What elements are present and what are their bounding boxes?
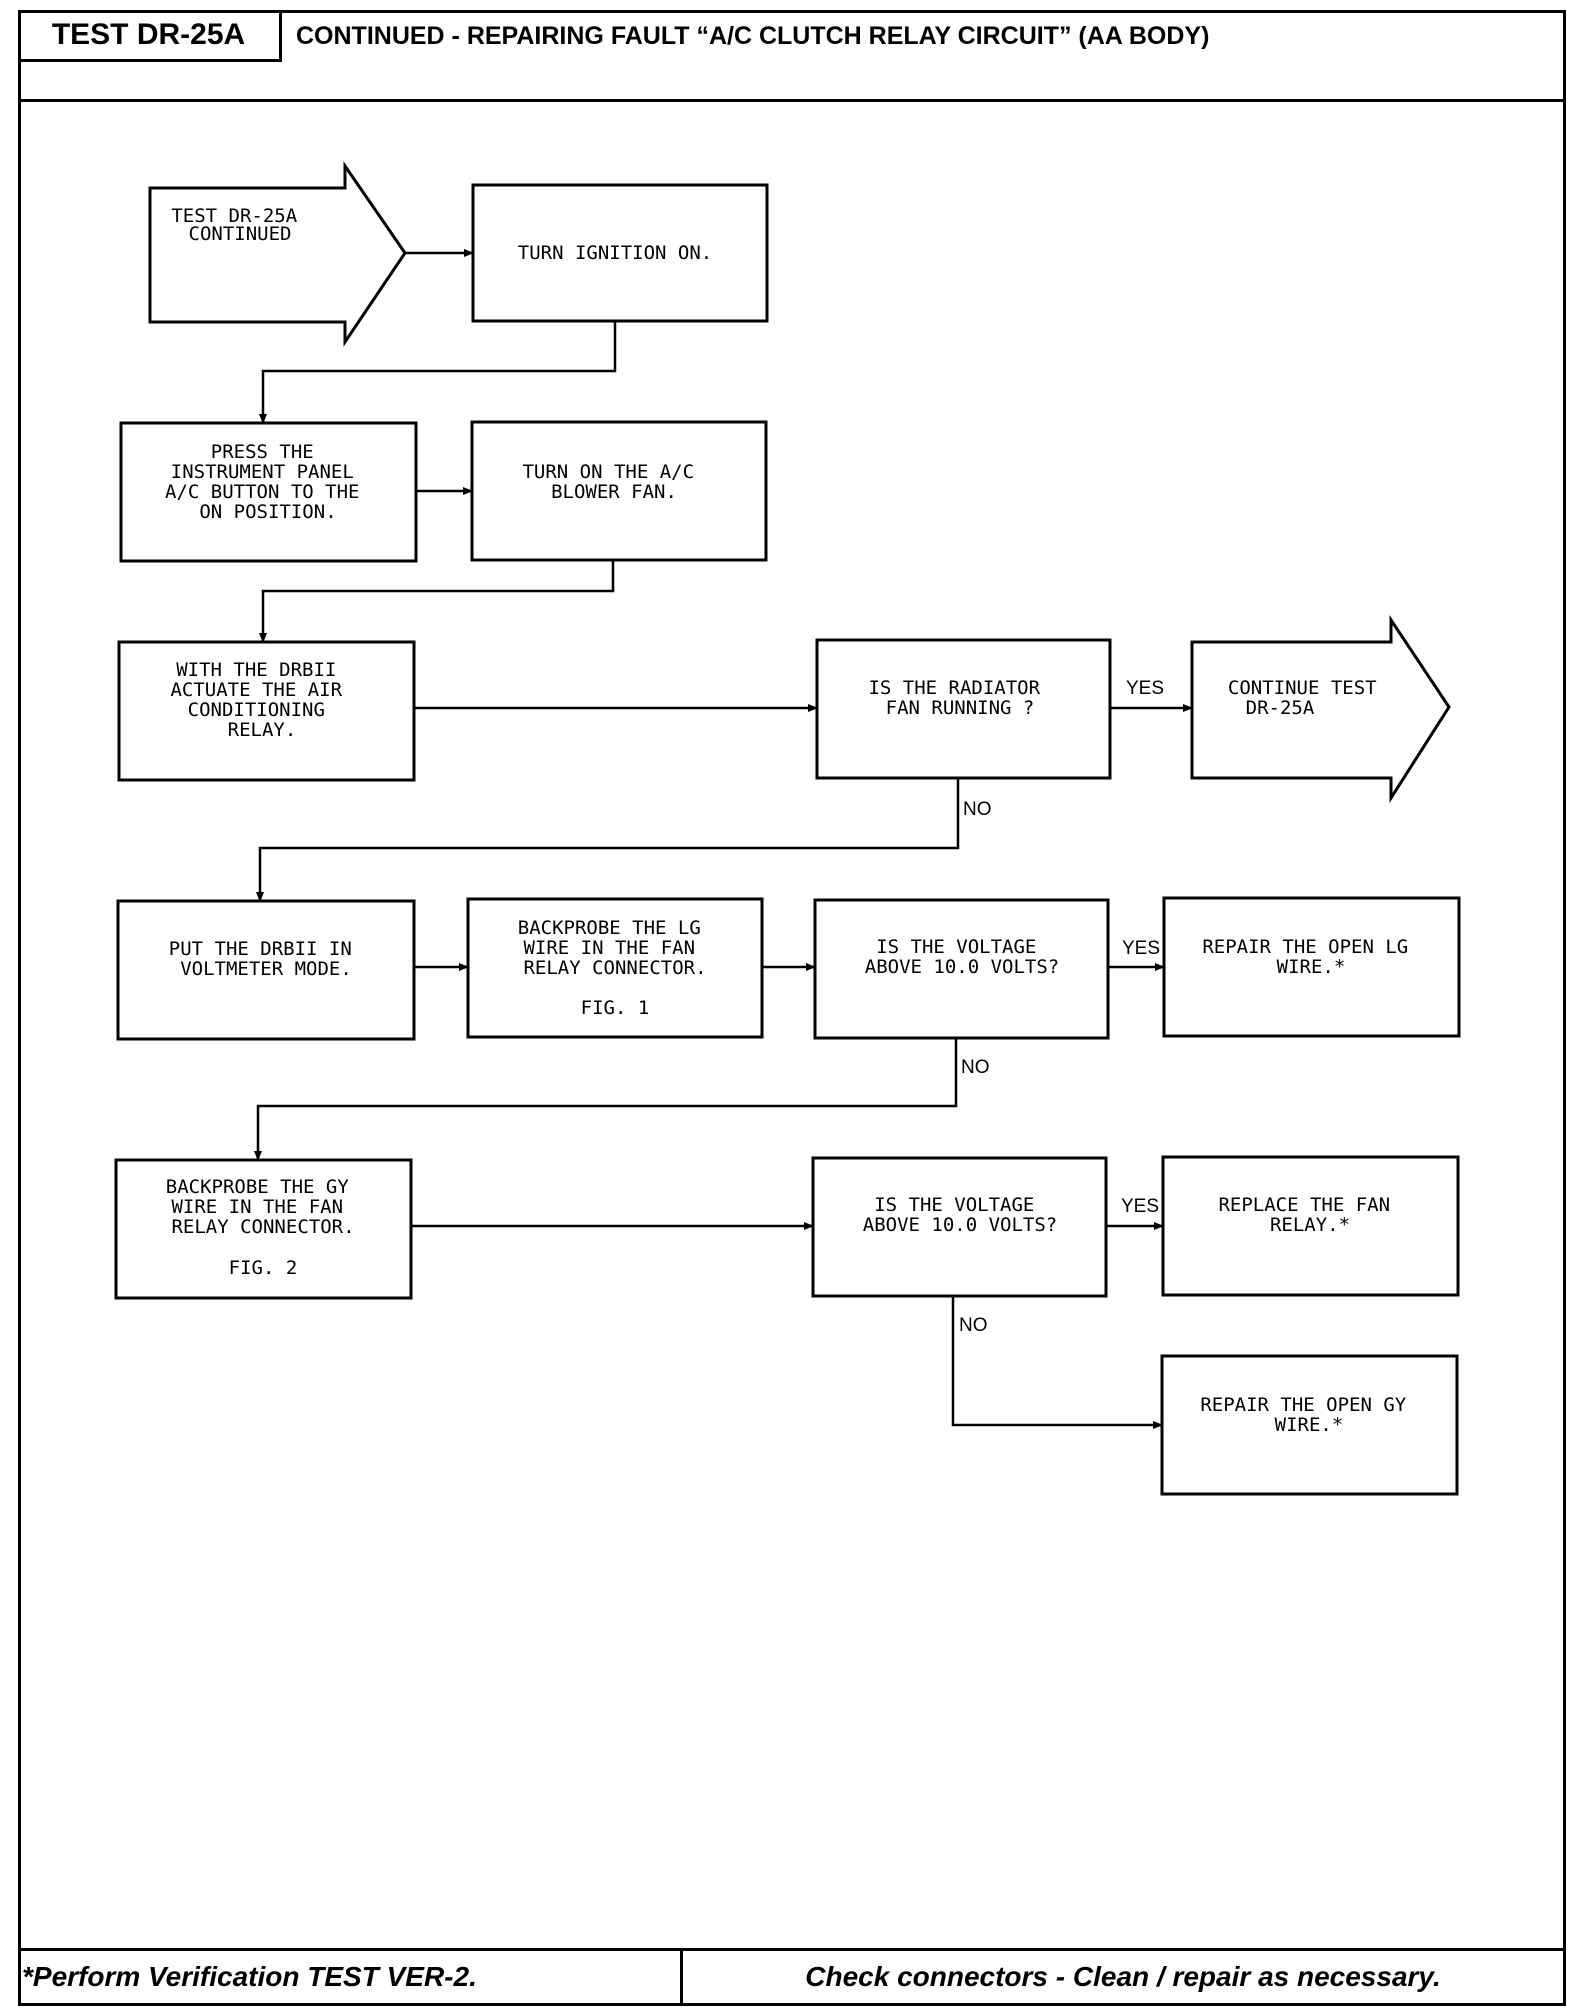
voltage-question-2-box: [811, 1156, 1108, 1298]
footer-connector-note: Check connectors - Clean / repair as nec…: [805, 1961, 1441, 1992]
actuate-relay-text: WITH THE DRBII ACTUATE THE AIR CONDITION…: [170, 659, 353, 741]
connector-question2-no: [951, 1296, 1163, 1429]
blower-text: TURN ON THE A/C BLOWER FAN.: [522, 461, 705, 503]
connector-blower-actuate: [259, 560, 615, 643]
repair-gy-box: [1160, 1354, 1459, 1496]
page-frame: [18, 10, 1566, 2006]
ignition-box: [471, 183, 769, 323]
voltmeter-box: [116, 899, 416, 1041]
ignition-text: TURN IGNITION ON.: [518, 242, 712, 264]
backprobe-lg-text: BACKPROBE THE LG WIRE IN THE FAN RELAY C…: [518, 917, 712, 979]
yes-label-voltage-1: YES: [1122, 938, 1160, 959]
connector-ignition-press: [259, 321, 617, 424]
no-label-voltage-1: NO: [961, 1057, 990, 1078]
page-header: [18, 10, 1566, 102]
repair-lg-box: [1162, 896, 1461, 1038]
replace-relay-text: REPLACE THE FAN RELAY.*: [1218, 1194, 1401, 1236]
replace-relay-box: [1161, 1155, 1460, 1297]
page-footer: [18, 1948, 1566, 2006]
continue-arrow-shape: [1190, 615, 1451, 804]
actuate-relay-box: [117, 640, 416, 782]
voltage-question-1-text: IS THE VOLTAGE ABOVE 10.0 VOLTS?: [865, 936, 1059, 978]
voltage-question-1-box: [813, 898, 1110, 1040]
repair-gy-text: REPAIR THE OPEN GY WIRE.*: [1200, 1394, 1417, 1436]
start-arrow-shape: [148, 161, 407, 347]
yes-label-voltage-2: YES: [1121, 1196, 1159, 1217]
radiator-question-text: IS THE RADIATOR FAN RUNNING ?: [868, 677, 1051, 719]
fig1-label: FIG. 1: [581, 997, 650, 1019]
voltage-question-2-text: IS THE VOLTAGE ABOVE 10.0 VOLTS?: [863, 1194, 1057, 1236]
yes-label-radiator: YES: [1126, 678, 1164, 699]
press-button-box: [119, 421, 418, 563]
continue-arrow-text: CONTINUE TEST DR-25A: [1228, 677, 1388, 719]
start-arrow-text: TEST DR-25A CONTINUED: [171, 205, 308, 245]
footer-verification-note: *Perform Verification TEST VER-2.: [18, 1948, 683, 2006]
repair-lg-text: REPAIR THE OPEN LG WIRE.*: [1202, 936, 1419, 978]
page-title: CONTINUED - REPAIRING FAULT “A/C CLUTCH …: [296, 21, 1210, 50]
press-button-text: PRESS THE INSTRUMENT PANEL A/C BUTTON TO…: [165, 441, 371, 523]
no-label-voltage-2: NO: [959, 1315, 988, 1336]
connector-question1-no: [254, 1038, 958, 1161]
connector-radiator-no: [256, 778, 960, 902]
backprobe-gy-text: BACKPROBE THE GY WIRE IN THE FAN RELAY C…: [166, 1176, 360, 1238]
backprobe-gy-box: [114, 1158, 413, 1300]
no-label-radiator: NO: [963, 799, 992, 820]
test-id: TEST DR-25A: [18, 10, 282, 62]
fig2-label: FIG. 2: [229, 1257, 298, 1279]
voltmeter-text: PUT THE DRBII IN VOLTMETER MODE.: [169, 938, 363, 980]
